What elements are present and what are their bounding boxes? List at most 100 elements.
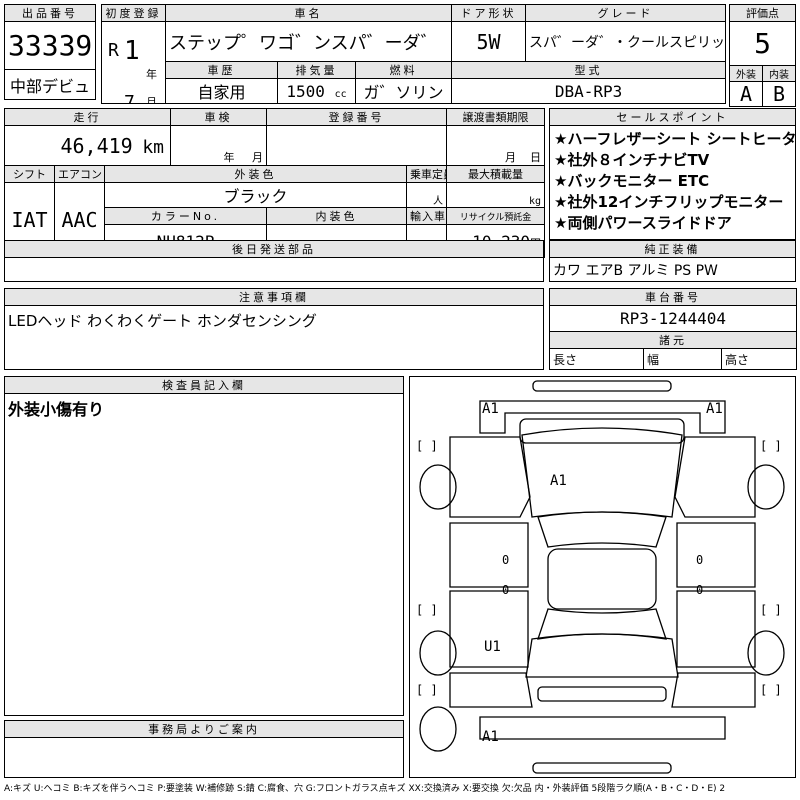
office-label: 事務局よりご案内 [4,720,404,738]
insp-year-unit: 年 [223,151,235,164]
bracket-left-rear: [ ] [416,603,438,617]
history-label: 車歴 [165,61,278,79]
front-right-wheel [747,464,785,510]
bracket-right-front: [ ] [760,439,782,453]
inspection-cell: 年 月 [170,125,268,166]
notes-label: 注意事項欄 [4,288,544,306]
equipment-label: 純正装備 [549,240,796,258]
legend: A:キズ U:ヘコミ B:キズを伴うヘコミ P:要塗装 W:補修跡 S:錆 C:… [4,784,726,794]
displacement-unit: cc [334,88,347,100]
mileage-unit: km [142,136,165,158]
hood [521,427,683,518]
inspector-text: 外装小傷有り [4,393,404,716]
fuel: ガ゛ソリン [354,78,453,104]
mark-rear-bumper: A1 [482,729,499,745]
mileage: 46,419 [60,133,133,158]
lot-no-label: 出品番号 [4,4,96,22]
sales-point-item: ★バックモニター ETC [554,172,710,190]
lot-box: 出品番号 33339 中部デビュ [4,4,96,100]
equipment: カワ エアB アルミ PS PW [549,257,796,282]
color-no-label: カラーNo. [103,207,268,225]
ext-color-label: 外装色 [103,165,408,183]
sales-points-label: セールスポイント [549,108,796,126]
bracket-right-rear: [ ] [760,603,782,617]
width-label: 幅 [643,348,722,370]
rear-right-door [676,590,756,668]
rear-left-wheel [419,630,457,676]
car-name-label: 車名 [164,4,453,22]
bracket-left-bottom: [ ] [416,683,438,697]
mark-front-right: A1 [706,401,723,417]
load-unit: kg [446,182,546,208]
rear-left-quarter [449,672,533,708]
insp-month-unit: 月 [252,151,264,164]
reg-no-label: 登録番号 [266,108,448,126]
length-label: 長さ [549,348,644,370]
front-left-fender [449,436,531,518]
int-label: 内装 [762,65,796,82]
year-unit: 年 [146,68,157,81]
ext-color: ブラック [103,182,408,208]
transfer-cell: 月 日 [446,125,546,166]
front-right-door [676,522,756,588]
sales-point-item: ★両側パワースライドドア [554,214,732,232]
mileage-cell: 46,419 km [3,125,172,166]
roof-strip-top [532,380,672,392]
int-grade: B [762,81,796,107]
dims-label: 諸元 [549,331,797,349]
bracket-left-front: [ ] [416,439,438,453]
rear-hatch [525,633,679,678]
import-label: 輸入車 [406,207,448,225]
fuel-label: 燃料 [354,61,453,79]
grade-label: グレード [525,4,727,22]
displacement-cell: 1500 cc [277,78,356,104]
sales-points-table: セールスポイント ★ハーフレザーシート シートヒータ ★社外８インチナビTV ★… [549,108,796,240]
shift-label: シフト [4,165,55,183]
equipment-table: 純正装備 カワ エアB アルミ PS PW [549,240,796,282]
zero-mark-right-rear: 0 [696,583,704,597]
inspector-table: 検査員記入欄 外装小傷有り [4,376,404,716]
rear-left-door [449,590,529,668]
transfer-label: 譲渡書類期限 [446,108,546,126]
sales-points-cell: ★ハーフレザーシート シートヒータ ★社外８インチナビTV ★バックモニター E… [549,125,796,240]
front-bumper [479,400,726,434]
chassis-label: 車台番号 [549,288,797,306]
zero-mark-left-rear: 0 [502,583,510,597]
score-box: 評価点 5 外装 内装 A B [729,4,796,107]
notes-table: 注意事項欄 LEDヘッド わくわくゲート ホンダセンシング [4,288,544,370]
car-name: ステップ゜ワゴ゛ンスパ゛ーダ゛ [164,21,453,62]
ac-label: エアコン [54,165,105,183]
mark-front-left: A1 [482,401,499,417]
zero-mark-left-front: 0 [502,553,510,567]
height-label: 高さ [721,348,797,370]
recycle-label: リサイクル預託金 [446,207,546,225]
vehicle-header: 初度登録 車名 ドア形状 グレード R 1 年 7 月 ステップ゜ワゴ゛ンスパ゛… [101,4,727,104]
inspection-label: 車検 [170,108,268,126]
venue: 中部デビュ [4,69,96,100]
month-unit: 月 [146,96,157,104]
later-parts [4,257,544,282]
windshield [537,511,667,548]
car-diagram: A1 A1 A1 U1 A1 [ ] [ ] [ ] [ ] [ ] [ ] 0… [409,376,796,778]
bracket-right-bottom: [ ] [760,683,782,697]
era: R [108,40,119,61]
mileage-label: 走行 [3,108,172,126]
zero-mark-right-front: 0 [696,553,704,567]
roof-strip-bottom [532,762,672,774]
capacity-unit: 人 [406,182,448,208]
grade: スパ゛ーダ゛・クールスピリット ホンダ゛センシング゛ [525,21,727,62]
history: 自家用 [165,78,278,104]
reg-year: 1 [124,36,140,66]
first-reg-label: 初度登録 [101,4,166,22]
displacement-label: 排気量 [277,61,356,79]
int-color-label: 内装色 [266,207,408,225]
displacement: 1500 [286,81,325,101]
score-label: 評価点 [729,4,796,22]
sales-point-item: ★社外12インチフリップモニター [554,193,784,211]
lot-number: 33339 [4,21,96,70]
front-left-door [449,522,529,588]
grille [519,418,685,444]
car-diagram-drawing [419,380,785,774]
spare-wheel [419,706,457,752]
